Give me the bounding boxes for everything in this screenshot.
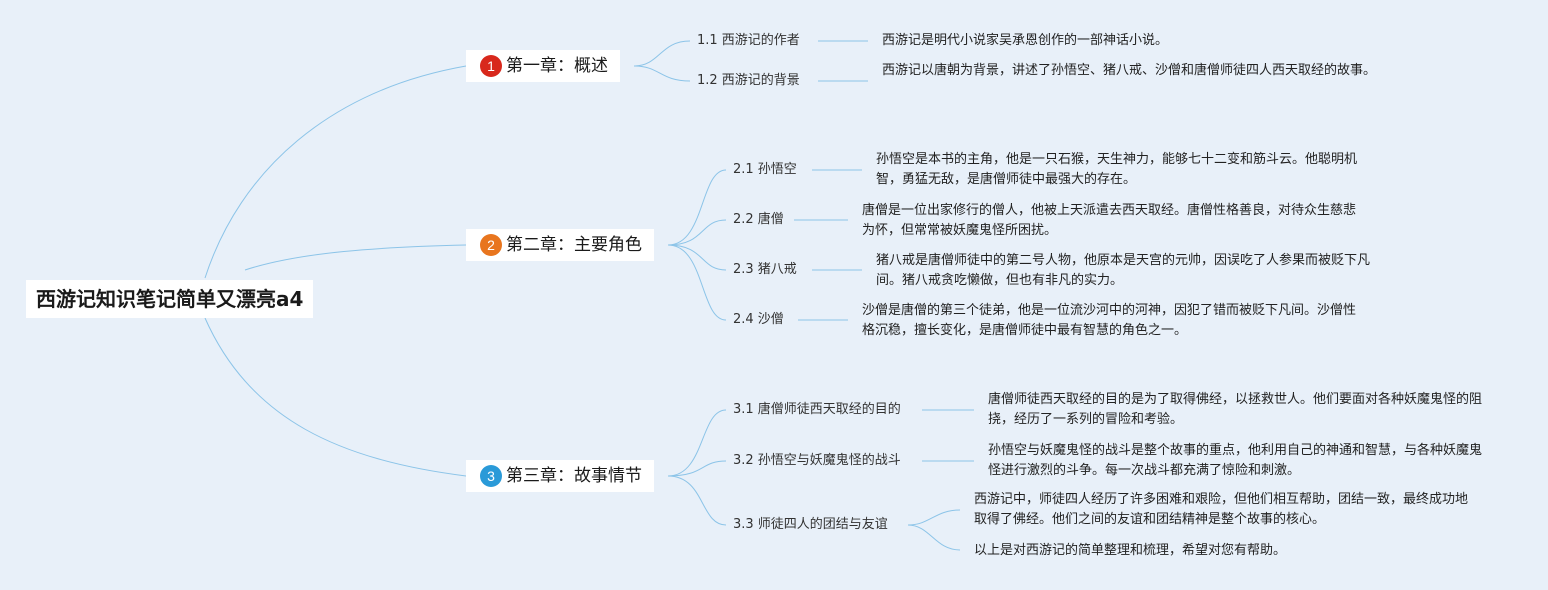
- chapter-2-to-section-2-1-line: [667, 169, 727, 246]
- section-3-3-to-note-1-line: [907, 509, 961, 526]
- note-2-3[interactable]: 猪八戒是唐僧师徒中的第二号人物，他原本是天宫的元帅，因误吃了人参果而被贬下凡间。…: [876, 253, 1371, 288]
- chapter-2-to-section-2-2-line: [667, 219, 727, 246]
- chapter-2-to-section-2-3-line: [667, 244, 727, 271]
- number-3-icon: 3: [480, 465, 502, 487]
- note-2-2[interactable]: 唐僧是一位出家修行的僧人，他被上天派遣去西天取经。唐僧性格善良，对待众生慈悲为怀…: [862, 203, 1357, 238]
- section-1-1[interactable]: 1.1 西游记的作者: [697, 33, 800, 48]
- chapter-2-topic[interactable]: 2 第二章：主要角色: [466, 229, 654, 261]
- note-1-2[interactable]: 西游记以唐朝为背景，讲述了孙悟空、猪八戒、沙僧和唐僧师徒四人西天取经的故事。: [882, 63, 1377, 78]
- section-2-2[interactable]: 2.2 唐僧: [733, 212, 784, 227]
- chapter-3-to-section-3-3-line: [667, 475, 727, 526]
- note-3-3[interactable]: 西游记中，师徒四人经历了许多困难和艰险，但他们相互帮助，团结一致，最终成功地取得…: [974, 492, 1469, 527]
- section-3-3[interactable]: 3.3 师徒四人的团结与友谊: [733, 517, 888, 532]
- chapter-2-to-section-2-4-line: [667, 244, 727, 321]
- root-to-chapter-1-line: [204, 65, 467, 279]
- chapter-1-to-section-1-1-line: [633, 40, 691, 67]
- number-2-icon: 2: [480, 234, 502, 256]
- section-1-2[interactable]: 1.2 西游记的背景: [697, 73, 800, 88]
- chapter-3-topic[interactable]: 3 第三章：故事情节: [466, 460, 654, 492]
- chapter-1-topic[interactable]: 1 第一章：概述: [466, 50, 620, 82]
- note-1-1[interactable]: 西游记是明代小说家吴承恩创作的一部神话小说。: [882, 33, 1169, 48]
- note-3-3-summary[interactable]: 以上是对西游记的简单整理和梳理，希望对您有帮助。: [974, 543, 1287, 558]
- root-to-chapter-3-line: [204, 317, 467, 477]
- section-2-4[interactable]: 2.4 沙僧: [733, 312, 784, 327]
- root-to-chapter-2-line: [244, 244, 467, 271]
- section-3-3-to-note-2-line: [907, 524, 961, 551]
- chapter-3-title: 第三章：故事情节: [506, 466, 642, 486]
- number-1-icon: 1: [480, 55, 502, 77]
- note-3-2[interactable]: 孙悟空与妖魔鬼怪的战斗是整个故事的重点，他利用自己的神通和智慧，与各种妖魔鬼怪进…: [988, 443, 1483, 478]
- chapter-2-title: 第二章：主要角色: [506, 235, 642, 255]
- section-2-3[interactable]: 2.3 猪八戒: [733, 262, 797, 277]
- section-2-1[interactable]: 2.1 孙悟空: [733, 162, 797, 177]
- note-2-1[interactable]: 孙悟空是本书的主角，他是一只石猴，天生神力，能够七十二变和筋斗云。他聪明机智，勇…: [876, 152, 1358, 187]
- chapter-1-title: 第一章：概述: [506, 56, 608, 76]
- root-topic[interactable]: 西游记知识笔记简单又漂亮a4: [26, 280, 314, 318]
- section-3-2[interactable]: 3.2 孙悟空与妖魔鬼怪的战斗: [733, 453, 901, 468]
- note-2-4[interactable]: 沙僧是唐僧的第三个徒弟，他是一位流沙河中的河神，因犯了错而被贬下凡间。沙僧性格沉…: [862, 303, 1357, 338]
- chapter-3-to-section-3-1-line: [667, 409, 727, 477]
- section-3-1[interactable]: 3.1 唐僧师徒西天取经的目的: [733, 402, 901, 417]
- chapter-1-to-section-1-2-line: [633, 65, 691, 82]
- note-3-1[interactable]: 唐僧师徒西天取经的目的是为了取得佛经，以拯救世人。他们要面对各种妖魔鬼怪的阻挠，…: [988, 392, 1483, 427]
- chapter-3-to-section-3-2-line: [667, 460, 727, 477]
